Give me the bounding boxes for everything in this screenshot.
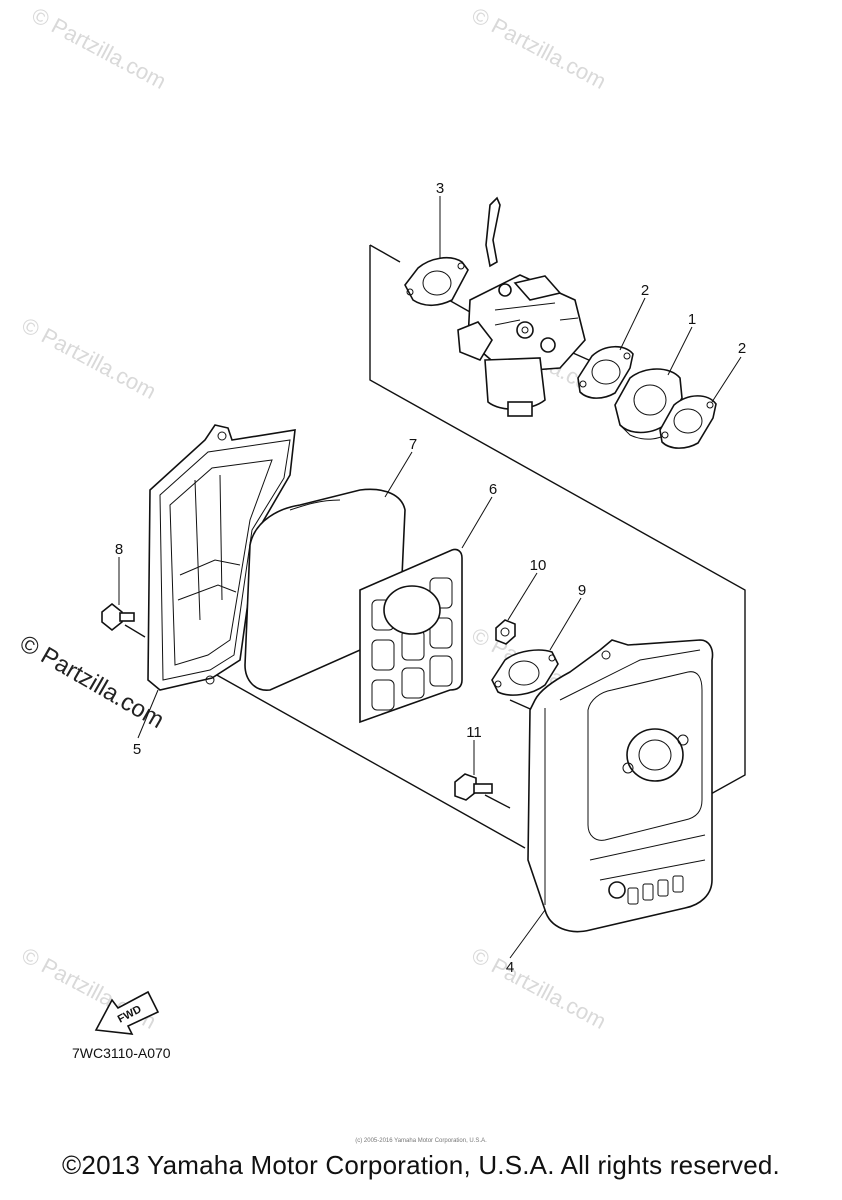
screw-part-8	[101, 602, 135, 632]
carburetor	[457, 196, 586, 417]
callout-11: 11	[466, 724, 482, 741]
cover-part-4	[527, 639, 714, 933]
watermark: © Partzilla.com	[28, 2, 171, 94]
callout-4: 4	[506, 959, 514, 976]
gasket-part-2a	[577, 345, 634, 399]
gasket-part-2b	[659, 395, 717, 449]
watermark-main: © Partzilla.com	[15, 630, 169, 734]
callout-7: 7	[409, 436, 417, 453]
small-copyright: (c) 2005-2016 Yamaha Motor Corporation, …	[355, 1138, 487, 1144]
copyright-notice: ©2013 Yamaha Motor Corporation, U.S.A. A…	[62, 1150, 780, 1180]
case-part-5	[147, 424, 296, 691]
gasket-part-9	[491, 649, 559, 696]
callout-9: 9	[578, 582, 586, 599]
callout-8: 8	[115, 541, 123, 558]
callout-5: 5	[133, 741, 141, 758]
callouts: 3 2 1 2 7 6 8 10 9 11 5 4	[115, 180, 746, 976]
bolt-part-11	[454, 773, 493, 801]
callout-1: 1	[688, 311, 696, 328]
callout-6: 6	[489, 481, 497, 498]
callout-10: 10	[530, 557, 547, 574]
callout-2: 2	[738, 340, 746, 357]
callout-2: 2	[641, 282, 649, 299]
element-holder-part-6	[359, 548, 463, 724]
watermark: © Partzilla.com	[468, 2, 611, 94]
watermark: © Partzilla.com	[468, 942, 611, 1034]
leader-lines	[118, 196, 742, 959]
nut-part-10	[495, 619, 516, 645]
drawing-code: 7WC3110-A070	[72, 1045, 171, 1061]
callout-3: 3	[436, 180, 444, 197]
fwd-arrow-icon: FWD	[94, 990, 160, 1035]
gasket-part-3	[404, 256, 469, 307]
watermark: © Partzilla.com	[18, 312, 161, 404]
